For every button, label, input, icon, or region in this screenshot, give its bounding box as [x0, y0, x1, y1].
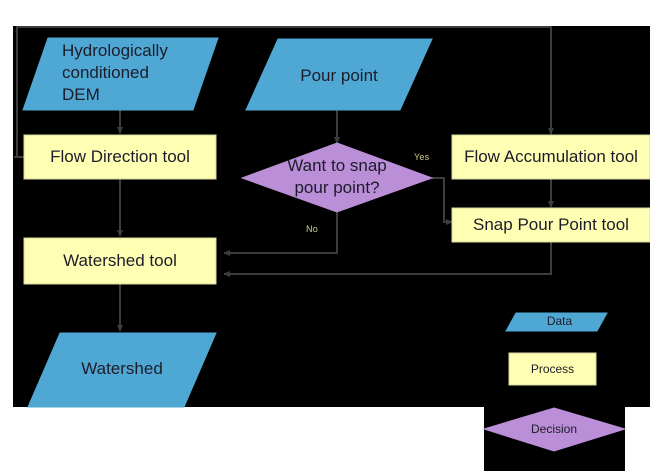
node-decision-snap-pour-point[interactable]	[240, 142, 434, 213]
node-flow-accumulation-tool[interactable]	[451, 134, 650, 180]
node-snap-pour-point-tool[interactable]	[451, 207, 650, 243]
legend-shape-process	[508, 352, 597, 386]
edge-label-yes: Yes	[414, 152, 430, 162]
edge-snap-to-watertool	[223, 241, 552, 277]
node-dem[interactable]	[22, 37, 219, 111]
node-pour-point[interactable]	[245, 38, 433, 111]
edge-label-no: No	[306, 224, 318, 234]
edge-decision-yes-to-snap	[432, 177, 453, 225]
node-watershed-tool[interactable]	[23, 237, 217, 285]
node-flow-direction-tool[interactable]	[23, 134, 217, 180]
legend-shape-data	[505, 312, 608, 332]
edge-decision-no-to-watertool	[223, 212, 338, 256]
legend-shape-decision	[482, 407, 627, 452]
edge-dem-to-flowaccum	[16, 26, 554, 157]
connector-layer	[14, 26, 554, 332]
node-watershed[interactable]	[27, 332, 217, 408]
